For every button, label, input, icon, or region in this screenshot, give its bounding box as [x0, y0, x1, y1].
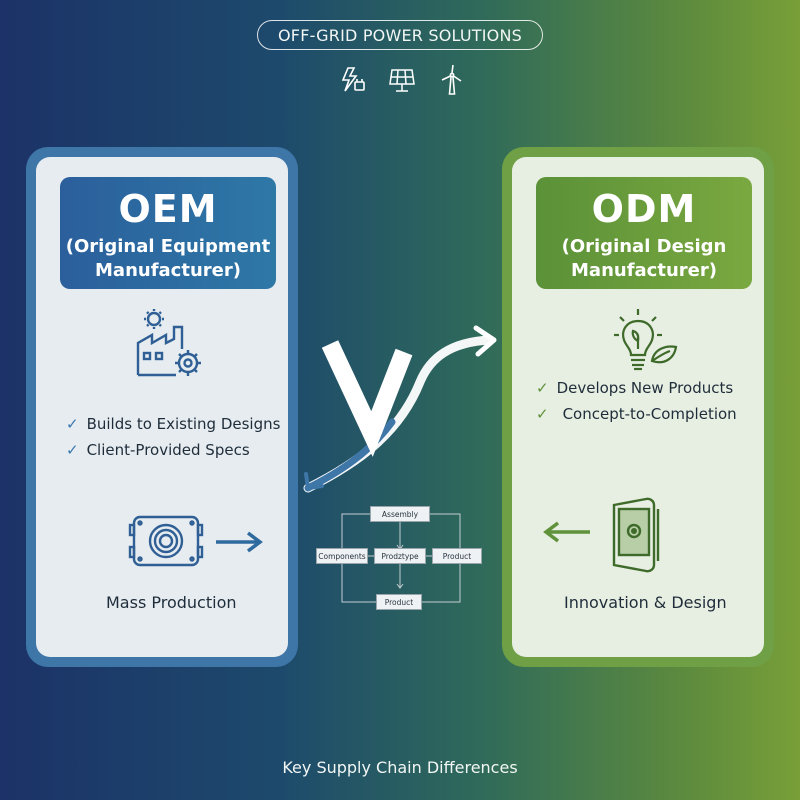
oem-header: OEM (Original Equipment Manufacturer) [60, 177, 276, 289]
oem-subtitle-line2: Manufacturer) [95, 260, 241, 281]
check-icon: ✓ [536, 379, 549, 397]
process-flow: Assembly Components Prodztype Product Pr… [312, 500, 488, 610]
factory-gears-icon [132, 305, 208, 385]
odm-check-item: ✓Develops New Products [536, 379, 734, 397]
wind-turbine-icon [436, 64, 468, 96]
odm-bottom-label: Innovation & Design [564, 593, 727, 612]
flow-node-product-right: Product [432, 548, 482, 564]
top-badge: OFF-GRID POWER SOLUTIONS [257, 20, 543, 50]
vs-graphic: VS [300, 312, 500, 502]
odm-subtitle-line2: Manufacturer) [571, 260, 717, 281]
flow-node-prototype: Prodztype [374, 548, 426, 564]
solar-panel-icon [386, 64, 418, 96]
odm-subtitle-line1: (Original Design [561, 236, 727, 257]
flow-node-product-bottom: Product [376, 594, 422, 610]
oem-checklist: ✓Builds to Existing Designs ✓Client-Prov… [66, 411, 280, 463]
top-icons [336, 64, 468, 96]
oem-check-item: ✓Client-Provided Specs [66, 441, 250, 459]
oem-panel: OEM (Original Equipment Manufacturer) ✓B… [26, 147, 298, 667]
odm-title: ODM [591, 187, 697, 231]
lightbulb-leaf-icon [612, 305, 682, 385]
inverter-device-icon [128, 511, 208, 575]
odm-header: ODM (Original Design Manufacturer) [536, 177, 752, 289]
flow-node-components: Components [316, 548, 368, 564]
check-icon: ✓ [66, 415, 79, 433]
odm-checklist: ✓Develops New Products ✓Concept-to-Compl… [536, 375, 737, 427]
oem-subtitle-line1: (Original Equipment [65, 236, 271, 257]
odm-panel: ODM (Original Design Manufacturer) ✓Deve… [502, 147, 774, 667]
oem-bottom-label: Mass Production [106, 593, 237, 612]
lightning-plug-icon [336, 64, 368, 96]
arrow-left-icon [538, 519, 594, 549]
arrow-right-icon [212, 529, 268, 559]
flow-node-assembly: Assembly [370, 506, 430, 522]
odm-check-item: ✓Concept-to-Completion [536, 405, 737, 423]
oem-check-item: ✓Builds to Existing Designs [66, 415, 281, 433]
check-icon: ✓ [66, 441, 79, 459]
footer-caption: Key Supply Chain Differences [282, 758, 518, 777]
tablet-device-icon [606, 495, 666, 579]
check-icon: ✓ [536, 405, 549, 423]
oem-title: OEM [118, 187, 218, 231]
